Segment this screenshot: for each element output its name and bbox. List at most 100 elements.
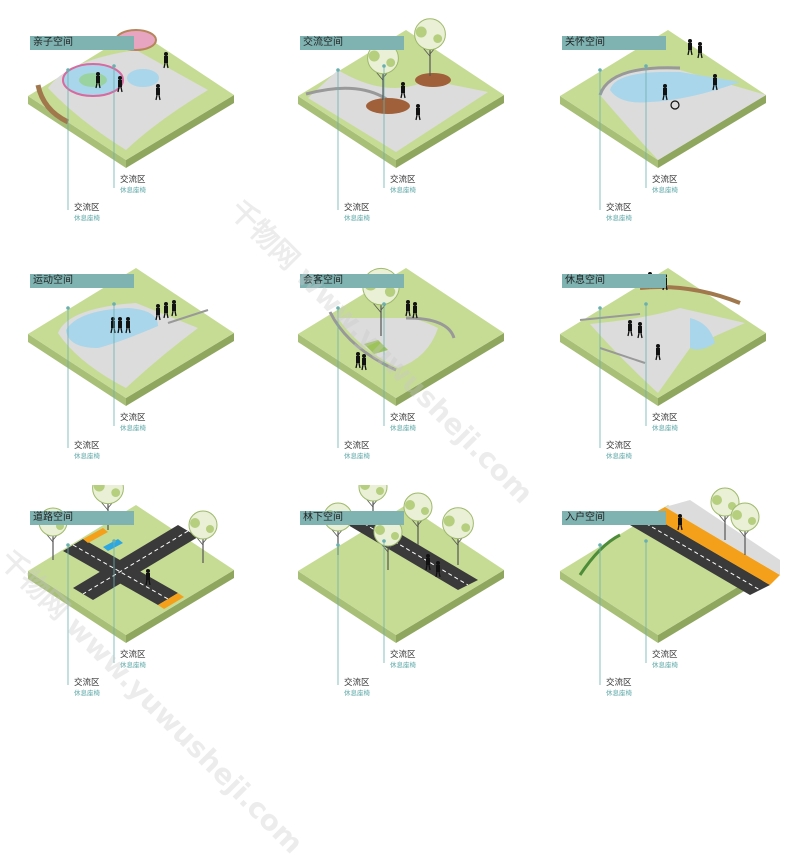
area-sublabel: 休息座椅 [74,452,100,460]
person-icon [117,317,123,334]
diagram-panel: 运动空间 交流区 休息座椅 交流区 休息座椅 [8,248,274,487]
area-label: 交流区 [120,175,146,185]
area-sublabel: 休息座椅 [344,689,370,697]
ground-side [28,334,126,406]
iso-scene [28,29,234,210]
area-sublabel: 休息座椅 [652,661,678,669]
person-icon [687,39,693,56]
tree-icon [710,487,740,540]
person-icon [405,300,411,317]
panel-title-bar: 运动空间 [30,274,134,288]
area-sublabel: 休息座椅 [390,186,416,194]
iso-scene [298,18,504,210]
iso-scene [298,485,504,685]
ground-side [396,333,504,406]
ground-side [560,96,658,168]
diagram-panel: 关怀空间 交流区 休息座椅 交流区 休息座椅 [540,10,800,249]
area-label: 交流区 [74,441,100,451]
area-sublabel: 休息座椅 [390,661,416,669]
person-icon [400,82,406,99]
person-icon [677,514,683,531]
iso-scene [560,30,766,210]
panel-title-bar: 休息空间 [562,274,666,288]
panel-title-bar: 交流空间 [300,36,404,50]
area-label: 交流区 [120,413,146,423]
area-label: 交流区 [344,441,370,451]
iso-scene [28,268,234,448]
panel-title-bar: 亲子空间 [30,36,134,50]
person-icon [155,304,161,321]
panel-title: 亲子空间 [33,37,73,48]
person-icon [662,84,668,101]
person-icon [627,320,633,337]
area-sublabel: 休息座椅 [74,689,100,697]
area-sublabel: 休息座椅 [344,452,370,460]
panel-title: 道路空间 [33,512,73,523]
area-label: 交流区 [74,203,100,213]
person-icon [145,569,151,586]
panel-title: 入户空间 [565,512,605,523]
panel-title-bar: 道路空间 [30,511,134,525]
area-sublabel: 休息座椅 [606,214,632,222]
ground-side [126,570,234,643]
person-icon [125,317,131,334]
tree-icon [730,502,760,555]
area-label: 交流区 [344,203,370,213]
diagram-panel: 休息空间 交流区 休息座椅 交流区 休息座椅 [540,248,800,487]
area-label: 交流区 [652,175,678,185]
person-icon [163,52,169,69]
person-icon [697,42,703,59]
person-icon [655,344,661,361]
ground-side [126,333,234,406]
diagram-panel: 道路空间 交流区 休息座椅 交流区 休息座椅 [8,485,274,724]
tree-icon [358,485,388,525]
tree-icon [403,492,433,545]
ground-side [658,95,766,168]
person-icon [95,72,101,89]
ground-side [126,95,234,168]
ground-side [298,334,396,406]
area-label: 交流区 [390,175,416,185]
area-label: 交流区 [606,203,632,213]
person-icon [355,352,361,369]
area-sublabel: 休息座椅 [606,452,632,460]
panel-title-bar: 会客空间 [300,274,404,288]
tree-icon [92,485,124,530]
area-label: 交流区 [344,678,370,688]
person-icon [361,354,367,371]
tree-icon [414,18,446,76]
iso-scene [28,485,234,685]
person-icon [637,322,643,339]
tree-icon [442,507,474,565]
person-icon [712,74,718,91]
area-label: 交流区 [652,413,678,423]
tree-icon [188,510,218,563]
person-icon [155,84,161,101]
diagram-panel: 入户空间 交流区 休息座椅 交流区 休息座椅 [540,485,800,724]
panel-title: 会客空间 [303,275,343,286]
area-label: 交流区 [652,650,678,660]
ground-side [396,570,504,643]
wheelchair-icon [670,100,680,110]
area-label: 交流区 [606,678,632,688]
area-sublabel: 休息座椅 [120,661,146,669]
ground-side [658,333,766,406]
tree-icon [373,517,403,570]
ground-side [560,571,658,643]
person-icon [163,302,169,319]
panel-title: 运动空间 [33,275,73,286]
area-sublabel: 休息座椅 [390,424,416,432]
person-icon [117,76,123,93]
ground-side [298,571,396,643]
area-sublabel: 休息座椅 [652,424,678,432]
area-sublabel: 休息座椅 [344,214,370,222]
area-sublabel: 休息座椅 [652,186,678,194]
area-label: 交流区 [606,441,632,451]
panel-title: 休息空间 [565,275,605,286]
panel-title-bar: 入户空间 [562,511,666,525]
area-sublabel: 休息座椅 [120,186,146,194]
panel-title: 关怀空间 [565,37,605,48]
iso-scene [560,487,780,685]
ground-side [28,571,126,643]
diagram-panel: 会客空间 交流区 休息座椅 交流区 休息座椅 [278,248,544,487]
